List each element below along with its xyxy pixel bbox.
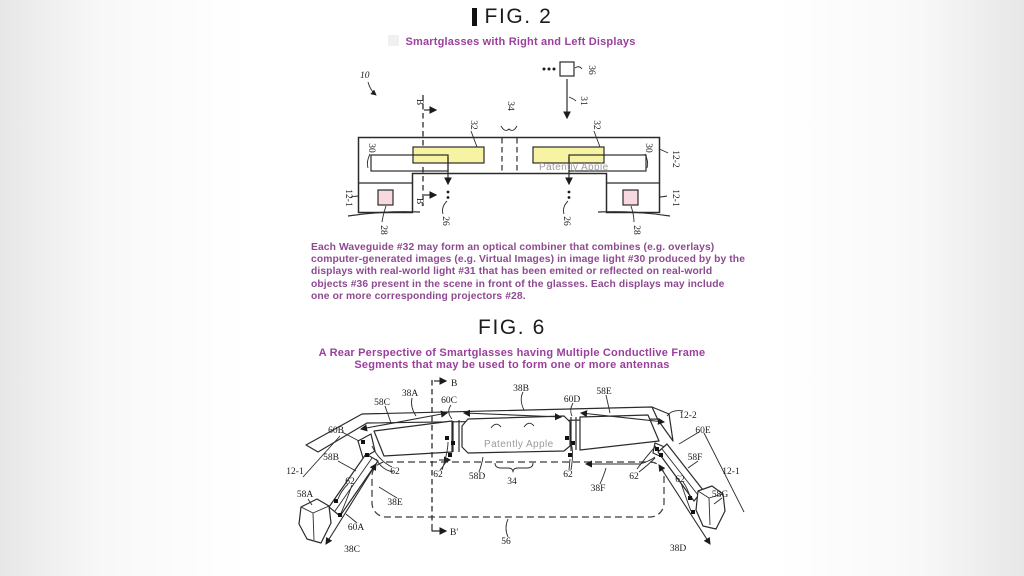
ghost-square-mark	[388, 35, 400, 46]
fig6-label-60e: 60E	[695, 426, 711, 436]
fig2-label-28-left: 28	[378, 225, 388, 235]
fig6-watermark: Patently Apple	[484, 439, 554, 450]
fig2-header: FIG. 2	[0, 5, 1024, 28]
fig2-label-30-left: 30	[366, 143, 376, 153]
fig6-label-58d: 58D	[469, 472, 486, 482]
fig2-label-31: 31	[578, 96, 588, 106]
fig6-label-58g: 58G	[712, 490, 729, 500]
fig6-label-60a: 60A	[348, 523, 365, 533]
fig2-label-12-2: 12-2	[670, 150, 680, 168]
fig6-title: FIG. 6	[478, 316, 546, 339]
fig2-caption: Each Waveguide #32 may form an optical c…	[311, 242, 746, 302]
fig6-section-b-prime-arrow	[431, 524, 448, 535]
fig6-panel-arc-left	[490, 423, 502, 429]
fig6-subtitle-line1: A Rear Perspective of Smartglasses havin…	[318, 347, 706, 359]
fig2-label-10: 10	[360, 71, 370, 81]
fig6-label-58a: 58A	[297, 490, 314, 500]
fig6-header: FIG. 6	[0, 316, 1024, 339]
fig6-label-62-c: 62	[433, 470, 443, 480]
fig2-label-36: 36	[586, 65, 596, 75]
fig2-label-b: B	[414, 99, 424, 105]
fig6-label-62-f: 62	[675, 475, 685, 485]
fig6-label-58e: 58E	[596, 387, 612, 397]
fig6-hinge-gap-60d	[570, 417, 577, 451]
fig2-labels: 10 36 31 B B' 32 34 32 30 30 12-2 12-1 1…	[343, 65, 680, 235]
fig6-panel-left	[373, 420, 453, 457]
fig6-arrow-38d	[658, 464, 711, 545]
fig6-arrow-38b	[462, 409, 563, 421]
fig2-diagram: Patently Apple 10 36 31 B B' 32 34 32 30…	[343, 61, 680, 235]
fig2-label-28-right: 28	[631, 225, 641, 235]
fig2-object-box	[559, 61, 575, 77]
fig2-label-b-prime: B'	[414, 198, 424, 206]
fig6-label-58f: 58F	[688, 453, 703, 463]
fig6-antenna-arrows	[325, 409, 711, 545]
fig2-break-line-right	[597, 211, 671, 217]
fig6-label-38b: 38B	[513, 384, 529, 394]
fig2-title: FIG. 2	[484, 5, 553, 28]
fig2-label-30-right: 30	[643, 143, 653, 153]
fig2-label-32-left: 32	[468, 120, 478, 130]
fig2-label-12-1-right: 12-1	[670, 189, 680, 207]
fig2-label-34: 34	[505, 101, 515, 111]
fig6-label-12-1-right: 12-1	[722, 467, 740, 477]
fig6-label-34: 34	[507, 477, 517, 487]
fig2-subtitle: Smartglasses with Right and Left Display…	[405, 36, 636, 48]
fig6-leader-lines	[302, 391, 745, 538]
fig6-label-58b: 58B	[323, 453, 339, 463]
fig2-projector-left	[377, 189, 394, 206]
fig6-label-62-d: 62	[563, 470, 573, 480]
fig6-label-56: 56	[501, 537, 511, 547]
fig6-label-12-1-left: 12-1	[286, 467, 304, 477]
fig2-leader-lines	[350, 81, 669, 223]
fig6-endcap-58a-edges	[300, 505, 330, 541]
fig6-subtitle: A Rear Perspective of Smartglasses havin…	[0, 347, 1024, 371]
fig6-label-62-a: 62	[345, 477, 355, 487]
fig6-arrow-38a	[359, 410, 449, 432]
fig6-label-62-e: 62	[629, 472, 639, 482]
fig6-arrow-38c	[325, 463, 377, 545]
fig2-glasses-frame	[357, 136, 661, 214]
fig6-label-60b: 60B	[328, 426, 344, 436]
fig6-label-b-prime: B'	[450, 528, 458, 538]
fig6-diagram: Patently Apple 58C 38A B 60C 38B 60D 58E…	[286, 377, 745, 555]
fig6-arrow-right-segment	[579, 410, 666, 425]
fig6-label-b: B	[451, 379, 457, 389]
fig6-label-58c: 58C	[374, 398, 390, 408]
fig6-label-38f: 38F	[591, 484, 606, 494]
fig6-hinge-gap-60c	[452, 420, 460, 452]
fig2-label-26-left: 26	[440, 216, 450, 226]
fig6-endcap-58a	[298, 498, 332, 544]
fig6-label-60d: 60D	[564, 395, 581, 405]
fig2-light-out-left	[442, 157, 452, 215]
fig6-label-62-b: 62	[390, 467, 400, 477]
fig6-subtitle-line2: Segments that may be used to form one or…	[354, 359, 670, 371]
fig2-object-and-light	[542, 61, 583, 120]
fig6-panel-arc-right	[523, 422, 535, 428]
fig6-eyebox-56	[371, 461, 665, 518]
fig2-bridge-dashed-lines	[501, 138, 518, 173]
fig6-label-38a: 38A	[402, 389, 419, 399]
fig2-watermark: Patently Apple	[539, 162, 609, 173]
fig2-label-26-right: 26	[561, 216, 571, 226]
fig6-label-60c: 60C	[441, 396, 457, 406]
cursor-bar-mark	[471, 8, 477, 26]
fig2-subtitle-row: Smartglasses with Right and Left Display…	[0, 35, 1024, 48]
fig2-projector-right	[622, 189, 639, 206]
fig6-label-12-2: 12-2	[679, 411, 697, 421]
fig6-label-38c: 38C	[344, 545, 360, 555]
fig2-label-12-1-left: 12-1	[343, 189, 353, 207]
fig2-light-out-right	[563, 157, 573, 215]
fig6-label-38e: 38E	[387, 498, 403, 508]
fig2-label-32-right: 32	[591, 120, 601, 130]
fig6-labels: 58C 38A B 60C 38B 60D 58E 12-2 60E 60B 5…	[286, 379, 740, 555]
fig6-label-38d: 38D	[670, 544, 687, 554]
